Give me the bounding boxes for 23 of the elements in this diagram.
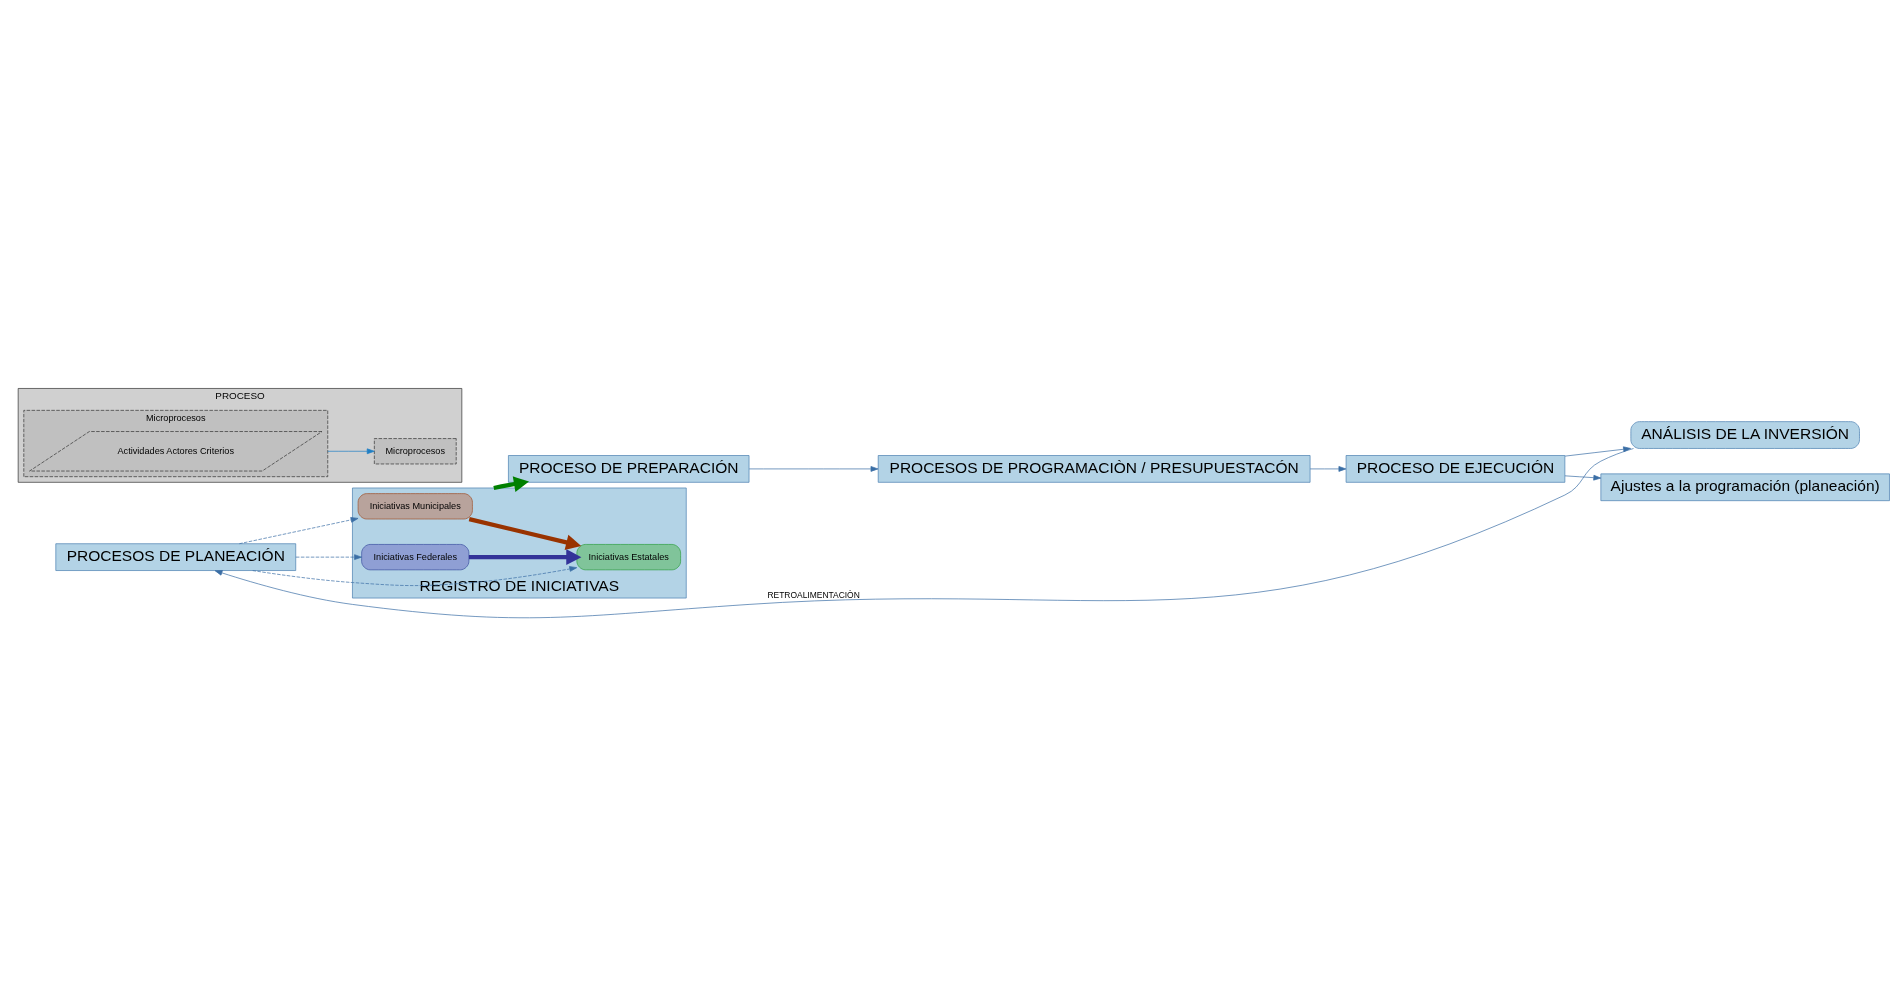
arrow <box>295 554 362 560</box>
node-box: PROCESOS DE PROGRAMACIÒN / PRESUPUESTACÓN <box>877 455 1310 483</box>
node-box: Iniciativas Estatales <box>576 544 681 571</box>
arrow <box>326 448 375 455</box>
node-box: PROCESOS DE PLANEACIÓN <box>54 543 296 571</box>
arrow <box>468 517 581 551</box>
arrow <box>1309 466 1346 472</box>
arrow <box>238 517 358 545</box>
arrow <box>1564 446 1631 457</box>
node-box: Iniciativas Federales <box>360 544 469 571</box>
edge-label: RETROALIMENTACIÒN <box>766 589 860 600</box>
arrow <box>1564 474 1601 481</box>
node-box: PROCESO DE EJECUCIÓN <box>1345 455 1565 483</box>
node-box: Iniciativas Municipales <box>357 493 473 520</box>
node-box: ANÁLISIS DE LA INVERSIÓN <box>1630 421 1860 449</box>
arrow <box>748 466 878 472</box>
arrow <box>492 476 529 492</box>
arrow <box>468 549 581 566</box>
node-box: Ajustes a la programación (planeación) <box>1600 473 1890 502</box>
arrow <box>251 566 577 586</box>
node-box: PROCESO DE PREPARACIÓN <box>507 455 749 483</box>
node-box: Microprocesos <box>373 438 457 465</box>
arrow <box>214 448 1634 619</box>
